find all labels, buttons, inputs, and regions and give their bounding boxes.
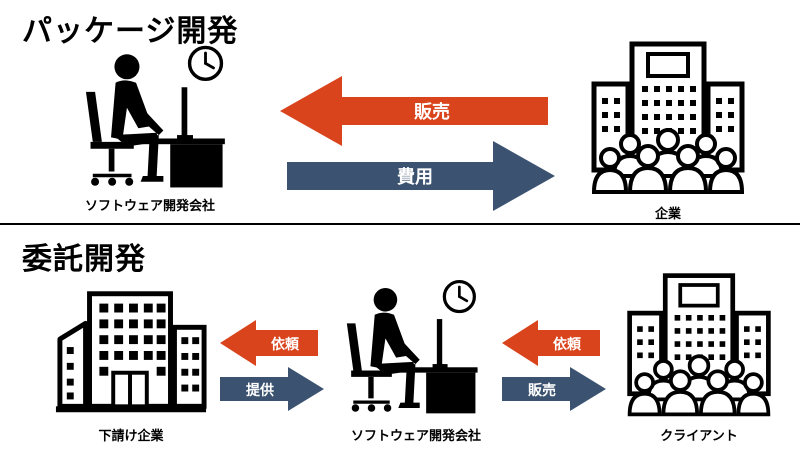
contract-developer-label: ソフトウェア開発会社 [350,429,481,444]
package-company-icon [588,38,748,198]
subcontractor-icon [52,286,210,418]
contract-left-provide-label: 提供 [246,382,274,399]
client-label: クライアント [660,429,738,444]
package-cost-arrow-label: 費用 [397,166,433,188]
contract-right-request-label: 依頼 [553,336,582,353]
package-sales-arrow: 販売 [280,76,548,146]
contract-left-request-label: 依頼 [271,336,300,353]
contract-section-title: 委託開発 [22,242,146,277]
contract-right-sales-arrow: 販売 [502,367,606,411]
contract-right-sales-label: 販売 [528,382,556,399]
contract-left-provide-arrow-shape [220,367,324,411]
package-developer-label: ソフトウェア開発会社 [84,199,215,214]
contract-right-request-arrow: 依頼 [502,320,600,366]
section-divider [0,223,800,225]
package-sales-arrow-shape [280,76,548,146]
contract-developer-icon [345,279,480,415]
package-developer-icon [84,45,227,190]
package-sales-arrow-label: 販売 [414,101,450,123]
contract-left-provide-arrow: 提供 [220,367,324,411]
contract-left-request-arrow: 依頼 [220,320,318,366]
package-cost-arrow-shape [287,141,555,211]
package-company-label: 企業 [654,207,681,222]
subcontractor-label: 下請け企業 [98,429,164,444]
contract-right-sales-arrow-shape [502,367,606,411]
package-cost-arrow: 費用 [287,141,555,211]
client-icon [624,270,774,420]
contract-right-request-arrow-shape [502,320,600,366]
contract-left-request-arrow-shape [220,320,318,366]
package-section-title: パッケージ開発 [22,14,239,49]
